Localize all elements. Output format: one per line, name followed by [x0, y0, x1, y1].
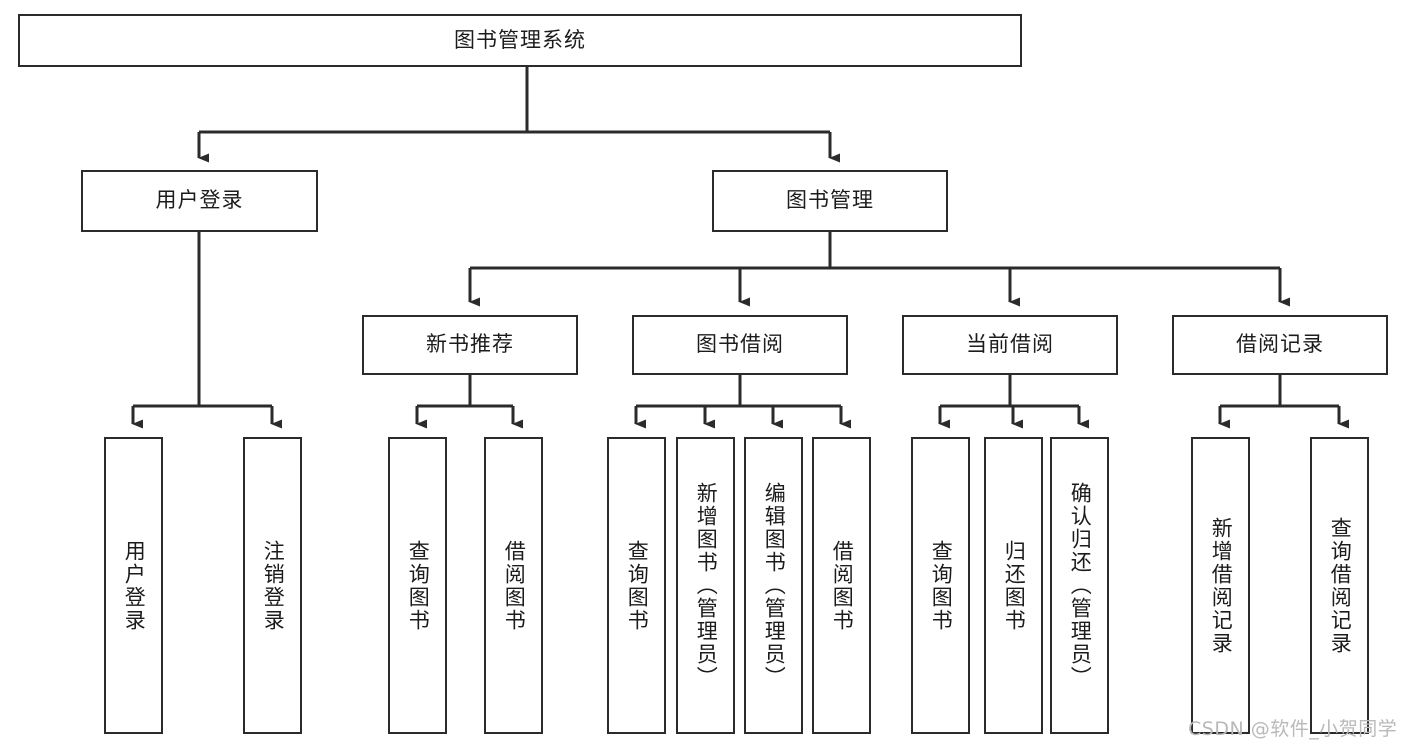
edge-newbooks-to-leaves	[415, 375, 523, 429]
leaf-return-book-label: 归还图书	[1002, 539, 1027, 632]
leaf-borrow-book[interactable]: 借阅图书	[812, 437, 871, 734]
node-book-management-label: 图书管理	[786, 188, 874, 213]
leaf-user-login-label: 用户登录	[122, 539, 147, 632]
edge-records-to-leaves	[1218, 375, 1349, 429]
node-book-management[interactable]: 图书管理	[712, 170, 948, 232]
leaf-add-book-admin[interactable]: 新增图书（管理员）	[676, 437, 735, 734]
node-current-borrow[interactable]: 当前借阅	[902, 315, 1118, 375]
node-current-borrow-label: 当前借阅	[966, 332, 1054, 357]
leaf-add-borrow-record[interactable]: 新增借阅记录	[1191, 437, 1250, 734]
node-user-login[interactable]: 用户登录	[81, 170, 318, 232]
edge-books-to-level3	[468, 232, 1290, 307]
leaf-borrow-books-recommend-label: 借阅图书	[502, 539, 527, 632]
edge-borrow-to-leaves	[634, 375, 851, 429]
node-new-book-recommend[interactable]: 新书推荐	[362, 315, 578, 375]
watermark: CSDN @软件_小贺同学	[1188, 718, 1398, 740]
node-book-borrow[interactable]: 图书借阅	[632, 315, 848, 375]
leaf-query-borrow-record-label: 查询借阅记录	[1328, 516, 1353, 655]
leaf-edit-book-admin-label: 编辑图书（管理员）	[762, 482, 787, 689]
leaf-query-books-borrow[interactable]: 查询图书	[607, 437, 666, 734]
leaf-borrow-book-label: 借阅图书	[830, 539, 855, 632]
leaf-confirm-return-admin-label: 确认归还（管理员）	[1068, 482, 1093, 689]
leaf-confirm-return-admin[interactable]: 确认归还（管理员）	[1050, 437, 1109, 734]
leaf-borrow-books-recommend[interactable]: 借阅图书	[484, 437, 543, 734]
leaf-query-books-recommend-label: 查询图书	[406, 539, 431, 632]
node-book-borrow-label: 图书借阅	[696, 332, 784, 357]
leaf-edit-book-admin[interactable]: 编辑图书（管理员）	[744, 437, 803, 734]
node-root-label: 图书管理系统	[454, 27, 586, 52]
edge-root-to-level2	[197, 67, 840, 163]
leaf-logout[interactable]: 注销登录	[243, 437, 302, 734]
node-borrow-records[interactable]: 借阅记录	[1172, 315, 1388, 375]
leaf-query-books-current-label: 查询图书	[929, 539, 954, 632]
leaf-query-books-current[interactable]: 查询图书	[911, 437, 970, 734]
leaf-query-books-recommend[interactable]: 查询图书	[388, 437, 447, 734]
edge-login-to-leaves	[131, 232, 282, 429]
leaf-user-login[interactable]: 用户登录	[104, 437, 163, 734]
leaf-add-borrow-record-label: 新增借阅记录	[1209, 516, 1234, 655]
edge-current-to-leaves	[938, 375, 1089, 429]
leaf-add-book-admin-label: 新增图书（管理员）	[694, 482, 719, 689]
leaf-query-borrow-record[interactable]: 查询借阅记录	[1310, 437, 1369, 734]
node-root[interactable]: 图书管理系统	[18, 14, 1022, 67]
leaf-return-book[interactable]: 归还图书	[984, 437, 1043, 734]
leaf-query-books-borrow-label: 查询图书	[625, 539, 650, 632]
node-new-book-recommend-label: 新书推荐	[426, 332, 514, 357]
leaf-logout-label: 注销登录	[261, 539, 286, 632]
node-borrow-records-label: 借阅记录	[1236, 332, 1324, 357]
node-user-login-label: 用户登录	[155, 188, 244, 213]
